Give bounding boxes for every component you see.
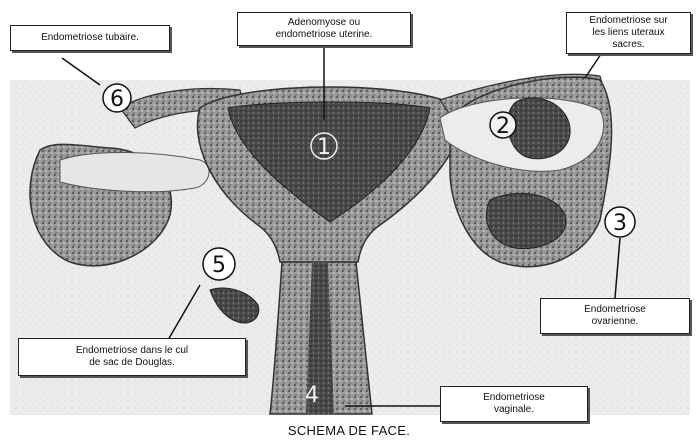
label-douglas-line-1: Endometriose dans le cul	[76, 345, 188, 357]
label-ovarian: Endometriose ovarienne.	[540, 298, 690, 334]
marker-4: 4	[305, 383, 319, 408]
marker-2: 2	[496, 114, 510, 139]
left-ovary-cavity	[60, 153, 209, 192]
label-vaginal-line-1: Endometriose	[483, 392, 545, 404]
diagram-caption: SCHEMA DE FACE.	[0, 423, 698, 438]
label-douglas: Endometriose dans le cul de sac de Dougl…	[18, 338, 246, 376]
marker-1: 1	[317, 135, 331, 160]
marker-5: 5	[212, 253, 226, 278]
label-vaginal-line-2: vaginale.	[494, 404, 534, 416]
label-tubal: Endometriose tubaire.	[10, 25, 170, 51]
ovarian-endometrioma	[486, 193, 566, 248]
label-tubal-text: Endometriose tubaire.	[41, 32, 139, 44]
label-ligaments-line-2: les liens uteraux	[592, 27, 664, 39]
marker-6: 6	[110, 87, 124, 112]
label-uterine: Adenomyose ou endometriose uterine.	[237, 12, 411, 46]
label-uterine-line-2: endometriose uterine.	[276, 29, 373, 41]
label-ligaments-line-3: sacres.	[612, 39, 644, 51]
label-ligaments: Endometriose sur les liens uteraux sacre…	[566, 12, 691, 54]
label-ovarian-line-2: ovarienne.	[592, 316, 639, 328]
label-ligaments-line-1: Endometriose sur	[589, 15, 667, 27]
label-ovarian-line-1: Endometriose	[584, 304, 646, 316]
marker-3: 3	[613, 211, 627, 236]
label-douglas-line-2: de sac de Douglas.	[89, 357, 175, 369]
label-uterine-line-1: Adenomyose ou	[288, 17, 360, 29]
label-vaginal: Endometriose vaginale.	[440, 386, 588, 422]
